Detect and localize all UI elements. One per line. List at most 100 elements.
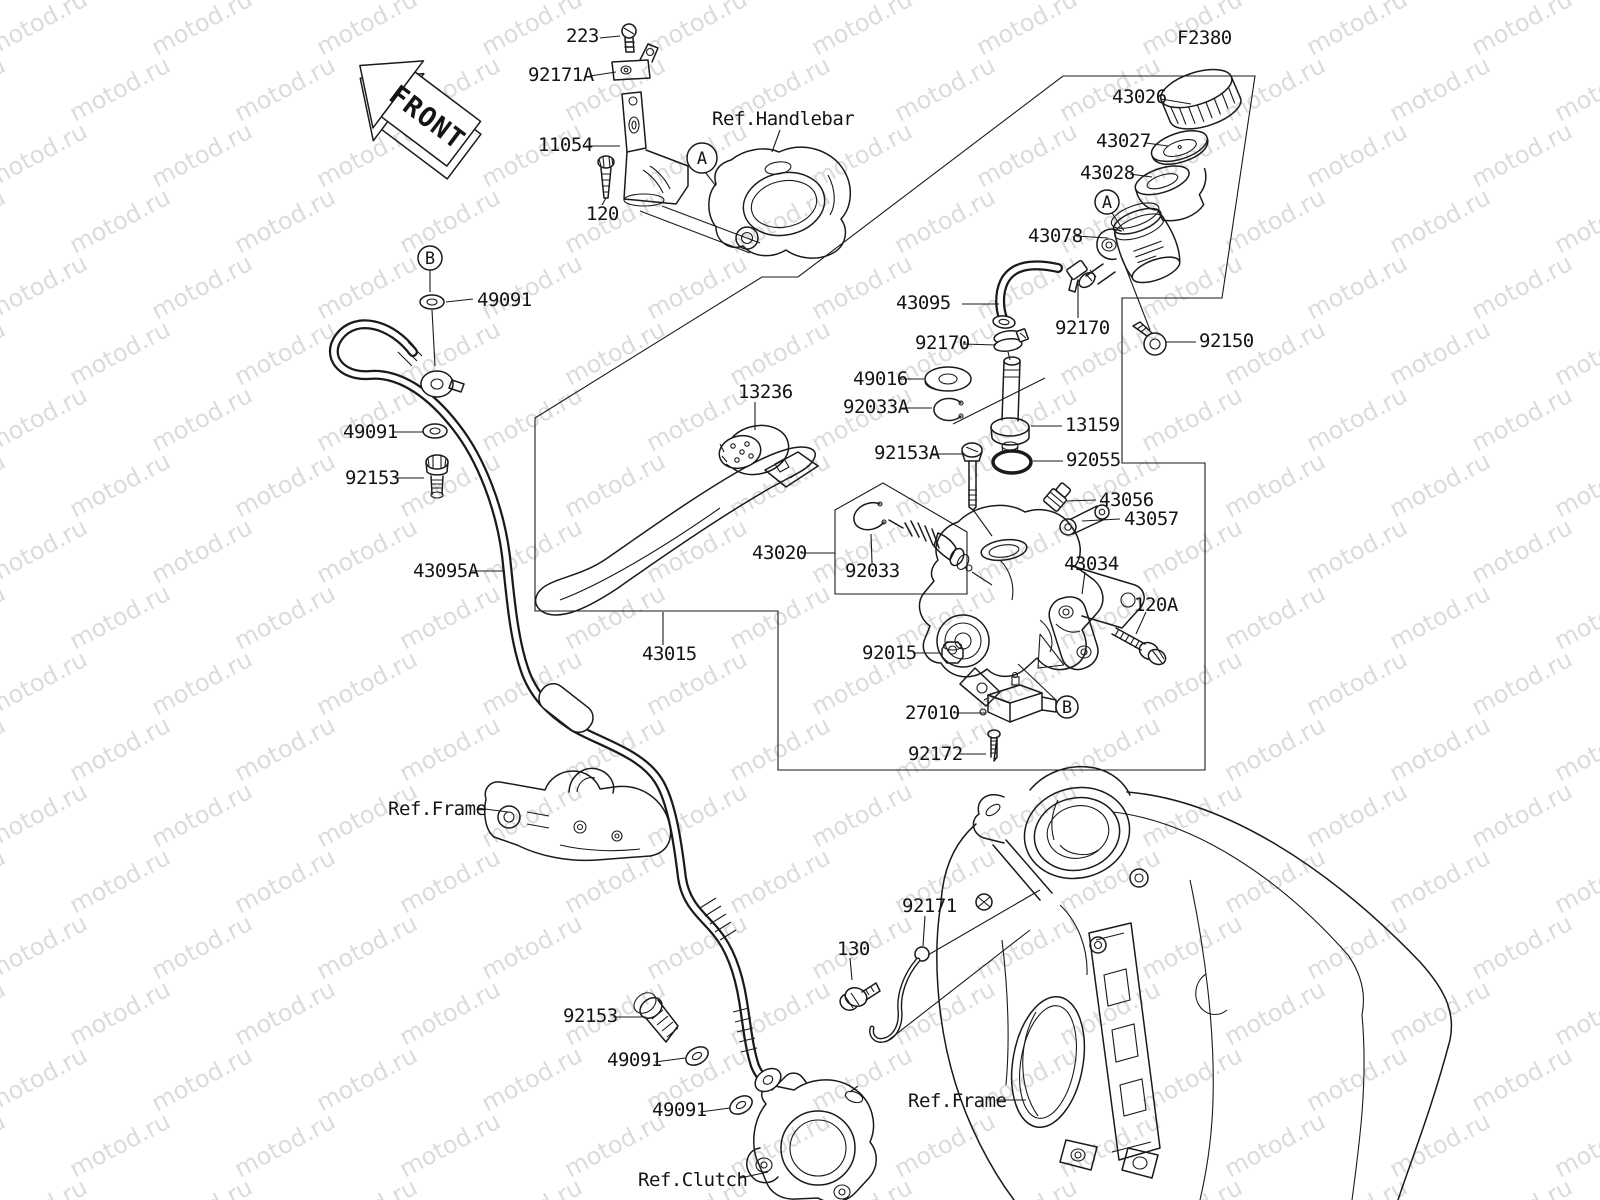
part-label-92033: 92033: [845, 560, 900, 582]
watermark-text: motod.ru: [230, 1107, 340, 1183]
bolt-92150: [1132, 321, 1167, 356]
watermark-text: motod.ru: [0, 117, 92, 193]
part-label-92172: 92172: [908, 743, 963, 765]
watermark-text: motod.ru: [0, 711, 10, 787]
part-label-120A: 120A: [1134, 594, 1179, 616]
watermark-text: motod.ru: [1467, 249, 1577, 325]
bracket-11054: [621, 91, 761, 254]
watermark-text: motod.ru: [0, 447, 10, 523]
watermark-text: motod.ru: [1467, 0, 1577, 61]
circlip-92033A: [933, 397, 964, 422]
washer-49091-top: [419, 294, 445, 310]
part-label-92171A: 92171A: [528, 64, 595, 86]
part-label-27010: 27010: [905, 702, 960, 724]
watermark-text: motod.ru: [395, 579, 505, 655]
watermark-text: motod.ru: [65, 579, 175, 655]
watermark-text: motod.ru: [477, 513, 587, 589]
part-label-92033A: 92033A: [843, 396, 910, 418]
watermark-text: motod.ru: [1467, 117, 1577, 193]
part-label-92171: 92171: [902, 895, 957, 917]
part-label-92170-upper: 92170: [1055, 317, 1110, 339]
watermark-text: motod.ru: [1467, 381, 1577, 457]
watermark-text: motod.ru: [312, 645, 422, 721]
watermark-text: motod.ru: [147, 1173, 257, 1200]
watermark-text: motod.ru: [0, 1173, 92, 1200]
watermark-text: motod.ru: [147, 645, 257, 721]
oring-92055: [991, 449, 1033, 475]
watermark-text: motod.ru: [1302, 1173, 1412, 1200]
watermark-text: motod.ru: [1467, 513, 1577, 589]
marker-A-handlebar: A: [686, 142, 718, 174]
marker-B-hose: B: [417, 245, 443, 271]
watermark-text: motod.ru: [972, 117, 1082, 193]
watermark-text: motod.ru: [0, 249, 92, 325]
watermark-text: motod.ru: [725, 315, 835, 391]
link-43057: [1059, 504, 1110, 536]
watermark-text: motod.ru: [972, 1173, 1082, 1200]
piston-assy-43020: [888, 519, 993, 586]
watermark-text: motod.ru: [1055, 975, 1165, 1051]
frame-main: [936, 765, 1453, 1200]
part-label-120: 120: [586, 203, 619, 225]
watermark-text: motod.ru: [230, 843, 340, 919]
watermark-text: motod.ru: [642, 249, 752, 325]
watermark-text: motod.ru: [1302, 513, 1412, 589]
bolt-92153-bottom: [633, 992, 679, 1043]
washer-49091-left: [422, 423, 448, 439]
watermark-text: motod.ru: [1467, 645, 1577, 721]
clutch-lever-13236: [534, 424, 819, 616]
part-label-43015: 43015: [642, 643, 697, 665]
washer-49016: [924, 366, 972, 392]
handlebar-clamp: [708, 146, 851, 259]
part-label-49091-top: 49091: [477, 289, 532, 311]
clamp-43034: [1037, 596, 1099, 671]
watermark-text: motod.ru: [477, 381, 587, 457]
watermark-text: motod.ru: [0, 975, 10, 1051]
watermark-text: motod.ru: [1550, 843, 1600, 919]
ref-label-frame-lower: Ref.Frame: [908, 1090, 1007, 1112]
watermark-text: motod.ru: [560, 447, 670, 523]
watermark-text: motod.ru: [65, 975, 175, 1051]
watermark-text: motod.ru: [1385, 315, 1495, 391]
watermark-text: motod.ru: [147, 513, 257, 589]
ref-label-handlebar: Ref.Handlebar: [712, 108, 854, 130]
part-label-223: 223: [566, 25, 599, 47]
diaphragm-cup-43028: [1134, 165, 1207, 222]
watermark-text: motod.ru: [230, 447, 340, 523]
watermark-text: motod.ru: [1302, 117, 1412, 193]
bolt-120: [597, 155, 615, 199]
watermark-text: motod.ru: [1220, 1107, 1330, 1183]
watermark-text: motod.ru: [0, 381, 92, 457]
frame-bracket-upper: [483, 767, 672, 862]
watermark-text: motod.ru: [477, 1173, 587, 1200]
watermark-text: motod.ru: [807, 1041, 917, 1117]
banjo-fitting-upper: [397, 341, 465, 398]
watermark-text: motod.ru: [312, 513, 422, 589]
watermark-text: motod.ru: [147, 777, 257, 853]
part-label-13236: 13236: [738, 381, 793, 403]
watermark-text: motod.ru: [0, 1041, 92, 1117]
page-code: F2380: [1177, 27, 1232, 49]
watermark-text: motod.ru: [65, 183, 175, 259]
watermark-text: motod.ru: [0, 315, 10, 391]
part-label-92055: 92055: [1066, 449, 1121, 471]
watermark-text: motod.ru: [972, 0, 1082, 61]
watermark-text: motod.ru: [147, 909, 257, 985]
watermark-text: motod.ru: [1302, 1041, 1412, 1117]
watermark-text: motod.ru: [1550, 975, 1600, 1051]
watermark-text: motod.ru: [230, 51, 340, 127]
part-label-43056: 43056: [1099, 489, 1154, 511]
watermark-text: motod.ru: [1137, 777, 1247, 853]
watermark-text: motod.ru: [65, 711, 175, 787]
watermark-text: motod.ru: [0, 579, 10, 655]
circlip-92033: [853, 501, 887, 531]
watermark-text: motod.ru: [1385, 579, 1495, 655]
watermark-text: motod.ru: [1385, 183, 1495, 259]
bracket-92171A: [611, 43, 659, 81]
part-label-130: 130: [837, 938, 870, 960]
watermark-text: motod.ru: [1467, 777, 1577, 853]
watermark-text: motod.ru: [65, 447, 175, 523]
part-label-49016: 49016: [853, 368, 908, 390]
